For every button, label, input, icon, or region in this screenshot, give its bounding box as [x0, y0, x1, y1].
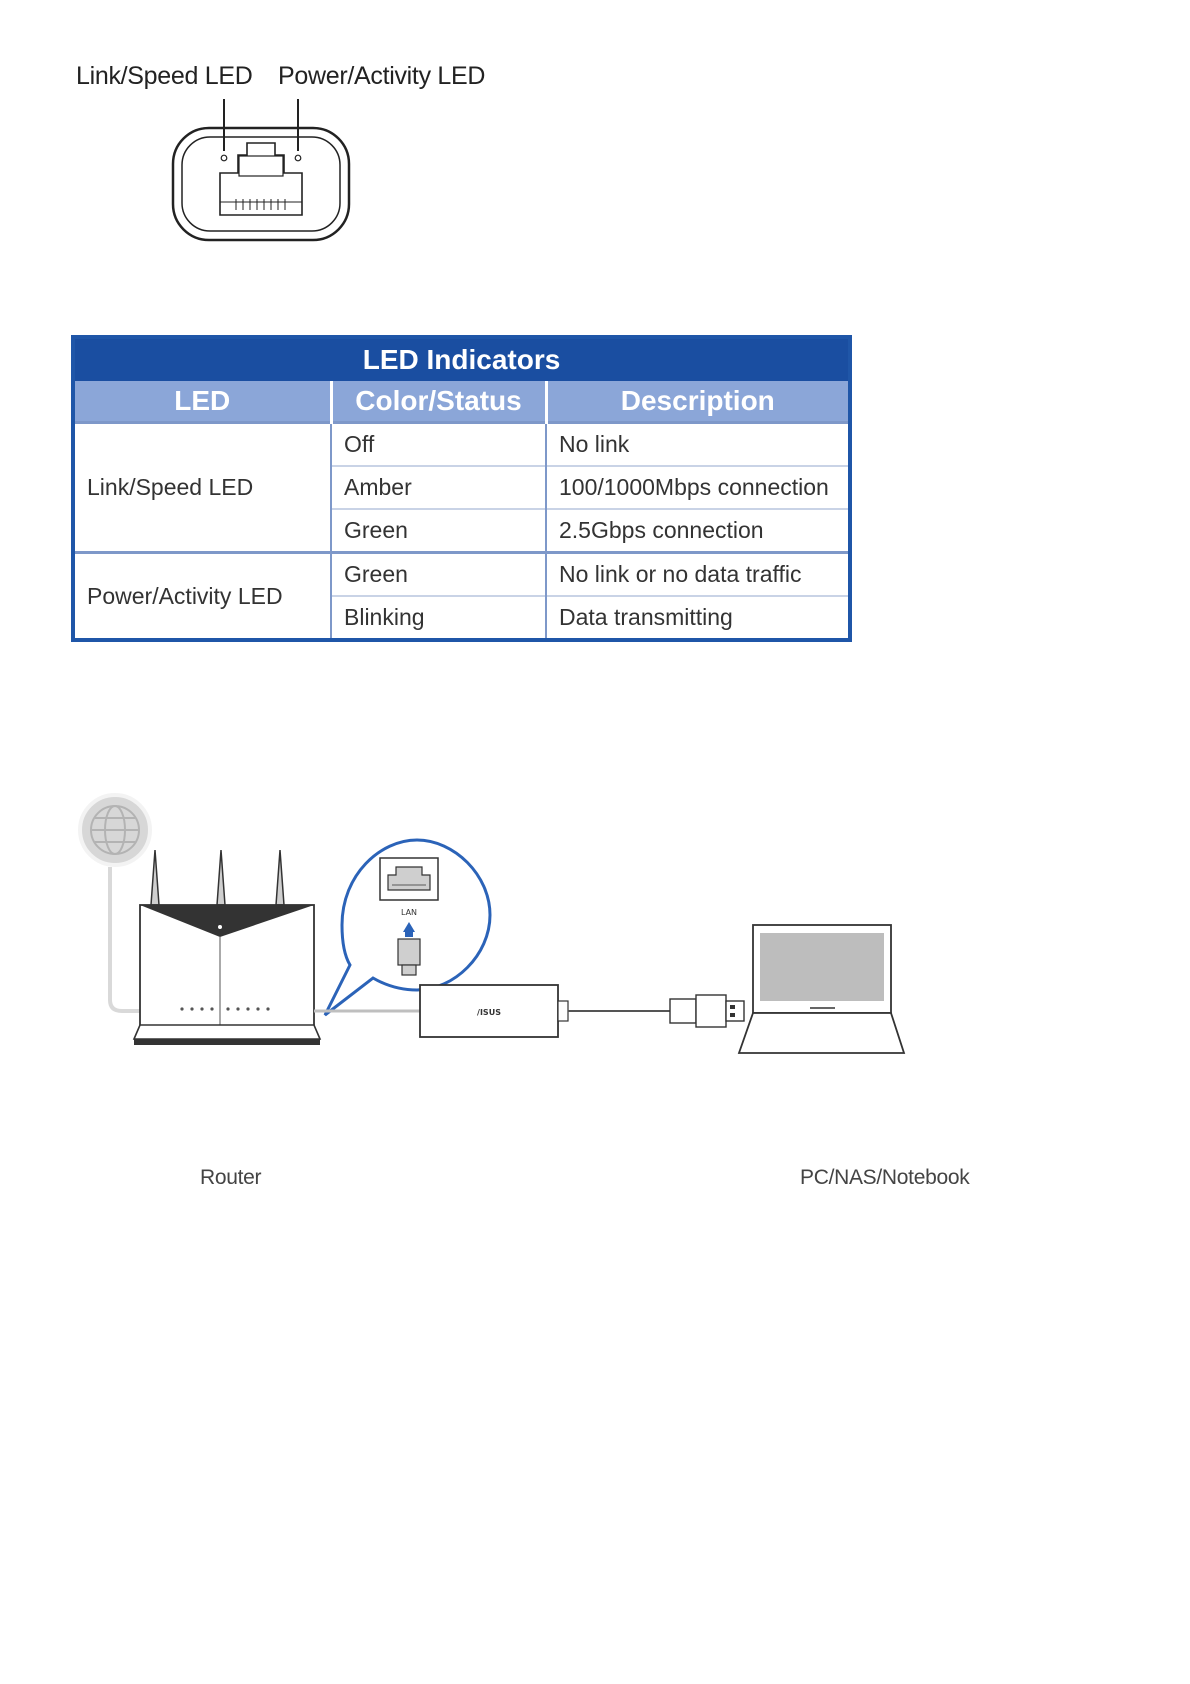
status-cell: Amber	[331, 466, 546, 509]
status-cell: Blinking	[331, 596, 546, 640]
power-activity-led-dot	[295, 155, 301, 161]
description-cell: Data transmitting	[546, 596, 850, 640]
table-title: LED Indicators	[73, 337, 850, 381]
header-led: LED	[73, 381, 331, 423]
laptop-icon	[739, 925, 904, 1053]
connection-diagram: LAN /ISUS	[70, 785, 970, 1175]
description-cell: 2.5Gbps connection	[546, 509, 850, 553]
router-label: Router	[200, 1166, 261, 1190]
brand-logo: /ISUS	[477, 1008, 501, 1017]
header-description: Description	[546, 381, 850, 423]
status-cell: Off	[331, 423, 546, 467]
ethernet-port-diagram	[150, 95, 370, 245]
router-icon	[134, 850, 320, 1045]
table-row: Power/Activity LED Green No link or no d…	[73, 553, 850, 597]
link-speed-led-dot	[221, 155, 227, 161]
status-cell: Green	[331, 553, 546, 597]
globe-icon	[80, 795, 150, 865]
led-name-cell: Power/Activity LED	[73, 553, 331, 641]
usb-adapter-icon: /ISUS	[420, 985, 744, 1037]
link-speed-led-label: Link/Speed LED	[76, 62, 252, 91]
header-color-status: Color/Status	[331, 381, 546, 423]
table-row: Link/Speed LED Off No link	[73, 423, 850, 467]
led-indicators-table: LED Indicators LED Color/Status Descript…	[71, 335, 852, 642]
description-cell: No link or no data traffic	[546, 553, 850, 597]
led-name-cell: Link/Speed LED	[73, 423, 331, 553]
description-cell: 100/1000Mbps connection	[546, 466, 850, 509]
lan-port-label: LAN	[401, 908, 417, 917]
description-cell: No link	[546, 423, 850, 467]
status-cell: Green	[331, 509, 546, 553]
power-activity-led-label: Power/Activity LED	[278, 62, 485, 91]
computer-label: PC/NAS/Notebook	[800, 1166, 969, 1190]
